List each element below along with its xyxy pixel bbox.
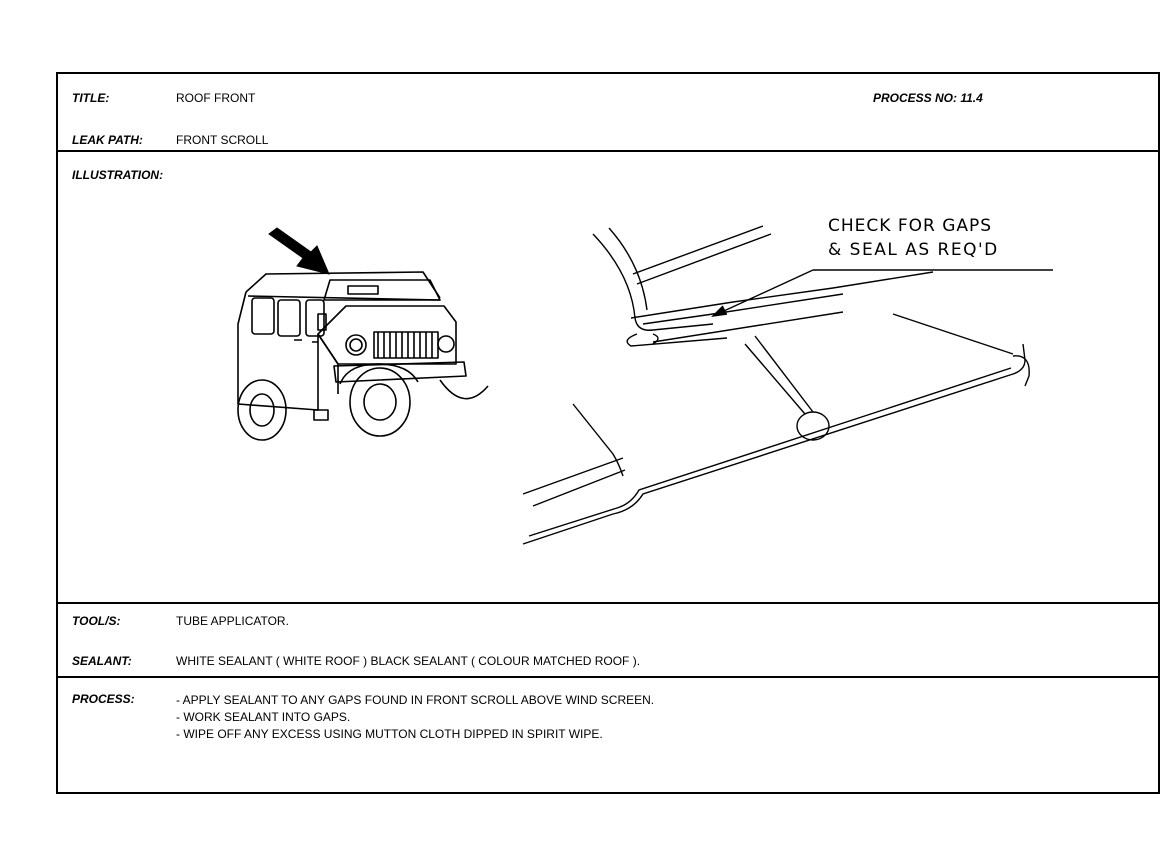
title-label: TITLE: [72, 91, 110, 105]
process-step: - WIPE OFF ANY EXCESS USING MUTTON CLOTH… [176, 727, 603, 741]
divider [58, 602, 1158, 604]
roof-scroll-detail [522, 225, 1053, 545]
sealant-label: SEALANT: [72, 654, 132, 668]
leak-path-value: FRONT SCROLL [176, 133, 269, 147]
land-rover-defender-icon [237, 271, 489, 441]
callout-line-2: & SEAL AS REQ'D [828, 240, 999, 260]
pointer-arrow-icon [268, 227, 330, 275]
callout-line-1: CHECK FOR GAPS [828, 216, 993, 236]
process-step: - WORK SEALANT INTO GAPS. [176, 710, 351, 724]
process-step: - APPLY SEALANT TO ANY GAPS FOUND IN FRO… [176, 693, 655, 707]
process-number: PROCESS NO: 11.4 [873, 91, 983, 105]
title-value: ROOF FRONT [176, 91, 256, 105]
illustration-label: ILLUSTRATION: [72, 168, 164, 182]
divider [58, 676, 1158, 678]
divider [58, 150, 1158, 152]
process-steps: - APPLY SEALANT TO ANY GAPS FOUND IN FRO… [176, 691, 654, 744]
process-label: PROCESS: [72, 692, 135, 706]
tools-value: TUBE APPLICATOR. [176, 614, 289, 628]
leak-path-label: LEAK PATH: [72, 133, 143, 147]
process-sheet: TITLE: ROOF FRONT PROCESS NO: 11.4 LEAK … [56, 72, 1160, 794]
tools-label: TOOL/S: [72, 614, 121, 628]
sealant-value: WHITE SEALANT ( WHITE ROOF ) BLACK SEALA… [176, 654, 641, 668]
